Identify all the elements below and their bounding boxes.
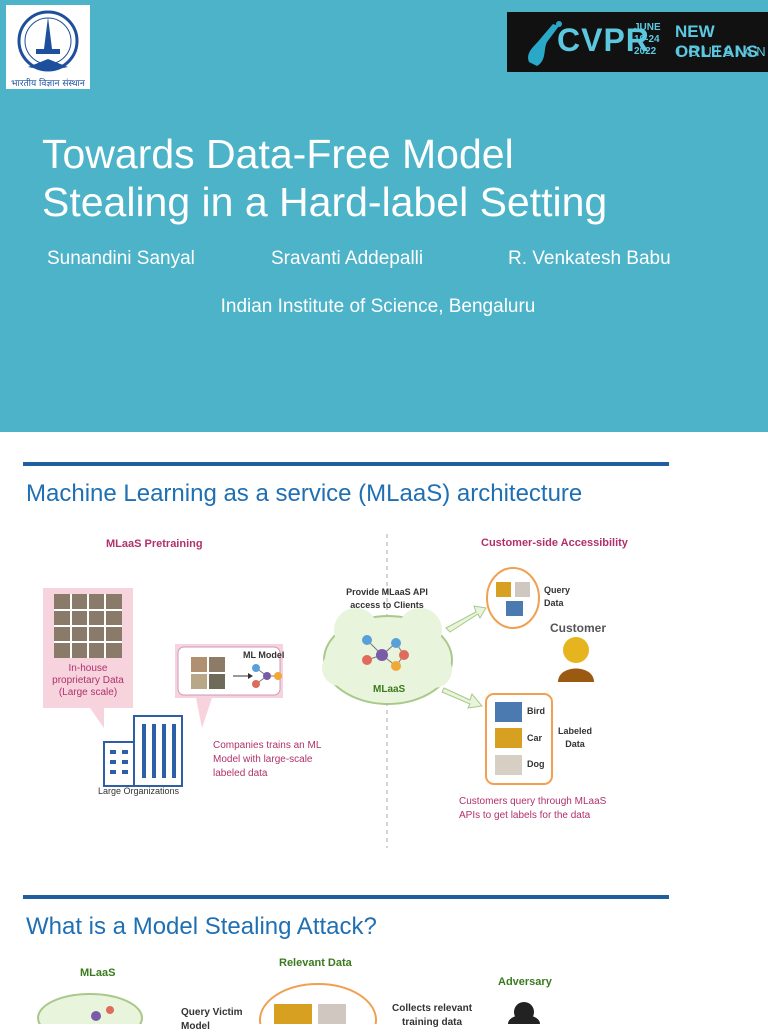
cvpr-year: 2022 — [634, 46, 657, 57]
query-data-oval — [486, 567, 540, 629]
label-dog: Dog — [527, 759, 545, 769]
cat-thumb — [191, 657, 207, 672]
collects-line-1: Collects relevant — [392, 1003, 473, 1014]
collects-label: Collects relevant training data — [392, 1002, 472, 1030]
cvpr-logo: CVPR JUNE 19-24 2022 NEW ORLEANS LOUISIA… — [507, 12, 768, 72]
affiliation: Indian Institute of Science, Bengaluru — [220, 296, 536, 317]
inhouse-line-1: In-house — [68, 663, 108, 674]
mlaas-cloud-label: MLaaS — [373, 684, 406, 695]
query-victim-line-2: Model — [181, 1021, 210, 1032]
customers-query-line-1: Customers query through MLaaS — [459, 796, 607, 807]
labeled-line-2: Data — [565, 739, 585, 749]
provide-api-line-1: Provide MLaaS API — [346, 587, 428, 597]
query-victim-label: Query Victim Model — [181, 1006, 243, 1034]
labeled-line-1: Labeled — [558, 726, 593, 736]
thumbnail-grid — [54, 594, 122, 658]
companies-line-3: labeled data — [213, 768, 268, 779]
mlaas-diagram — [43, 534, 594, 848]
query-line-1: Query — [544, 585, 571, 595]
customers-query-text: Customers query through MLaaS APIs to ge… — [459, 795, 606, 823]
animal-thumb-1 — [191, 674, 207, 689]
author-2: Sravanti Addepalli — [271, 248, 424, 269]
animal-thumb-2 — [209, 674, 225, 689]
inhouse-line-3: (Large scale) — [58, 687, 118, 698]
cvpr-wordmark: CVPR — [557, 22, 650, 58]
collects-line-2: training data — [402, 1017, 463, 1028]
query-car-thumb — [496, 582, 511, 597]
cvpr-city: NEW ORLEANS — [675, 22, 759, 61]
bird-thumb — [495, 702, 522, 722]
label-bird: Bird — [527, 706, 545, 716]
companies-line-2: Model with large-scale — [213, 754, 313, 765]
large-organizations-label: Large Organizations — [98, 786, 180, 796]
car-thumb — [495, 728, 522, 748]
customer-icon — [563, 637, 589, 663]
cvpr-days: 19-24 — [634, 34, 660, 45]
section-divider-2 — [23, 895, 669, 899]
title-banner — [0, 0, 768, 432]
section-heading-stealing: What is a Model Stealing Attack? — [26, 913, 377, 940]
customer-side-title: Customer-side Accessibility — [481, 537, 628, 549]
iisc-logo: भारतीय विज्ञान संस्थान — [6, 5, 90, 89]
inhouse-data-label: In-house proprietary Data (Large scale) — [43, 663, 133, 699]
companies-train-text: Companies trains an ML Model with large-… — [213, 739, 321, 781]
nn-icon-small — [252, 664, 282, 688]
adversary-label: Adversary — [498, 976, 552, 988]
companies-line-1: Companies trains an ML — [213, 740, 322, 751]
dog-thumb — [495, 755, 522, 775]
relevant-dog-thumb — [318, 1004, 346, 1024]
cvpr-dates: JUNE 19-24 2022 — [634, 22, 661, 58]
title-line-1: Towards Data-Free Model — [42, 131, 514, 177]
cvpr-month: JUNE — [634, 22, 661, 33]
mlaas-cloud-2 — [37, 993, 143, 1024]
customer-label: Customer — [550, 621, 607, 635]
stealing-diagram — [37, 983, 540, 1024]
section-heading-mlaas: Machine Learning as a service (MLaaS) ar… — [26, 480, 583, 507]
relevant-data-label: Relevant Data — [279, 957, 352, 969]
inhouse-line-2: proprietary Data — [52, 675, 124, 686]
iisc-seal-icon — [17, 10, 79, 72]
cvpr-state: LOUISIANA — [677, 44, 768, 59]
query-victim-line-1: Query Victim — [181, 1007, 243, 1018]
section-divider — [23, 462, 669, 466]
nn-icon — [362, 635, 409, 671]
query-bird-thumb — [506, 601, 523, 616]
mlaas-label-2: MLaaS — [80, 967, 116, 979]
query-dog-thumb — [515, 582, 530, 597]
provide-api-line-2: access to Clients — [350, 600, 424, 610]
relevant-car-thumb — [274, 1004, 312, 1024]
labeled-data-label: Labeled Data — [558, 725, 592, 751]
dog-thumb — [209, 657, 225, 672]
arrow-query — [445, 605, 487, 633]
customers-query-line-2: APIs to get labels for the data — [459, 810, 591, 821]
provide-api-label: Provide MLaaS API access to Clients — [334, 586, 440, 612]
mlaas-pretraining-title: MLaaS Pretraining — [106, 538, 203, 550]
logo-caption: भारतीय विज्ञान संस्थान — [11, 79, 85, 89]
label-car: Car — [527, 733, 543, 743]
query-line-2: Data — [544, 598, 564, 608]
arrow-response — [441, 687, 483, 709]
ml-model-label: ML Model — [243, 650, 285, 660]
query-data-label: Query Data — [544, 584, 570, 610]
paper-title: Towards Data-Free Model Stealing in a Ha… — [42, 130, 742, 226]
author-1: Sunandini Sanyal — [47, 248, 195, 269]
author-3: R. Venkatesh Babu — [508, 248, 671, 269]
saxophone-icon — [528, 21, 562, 66]
title-line-2: Stealing in a Hard-label Setting — [42, 179, 608, 225]
